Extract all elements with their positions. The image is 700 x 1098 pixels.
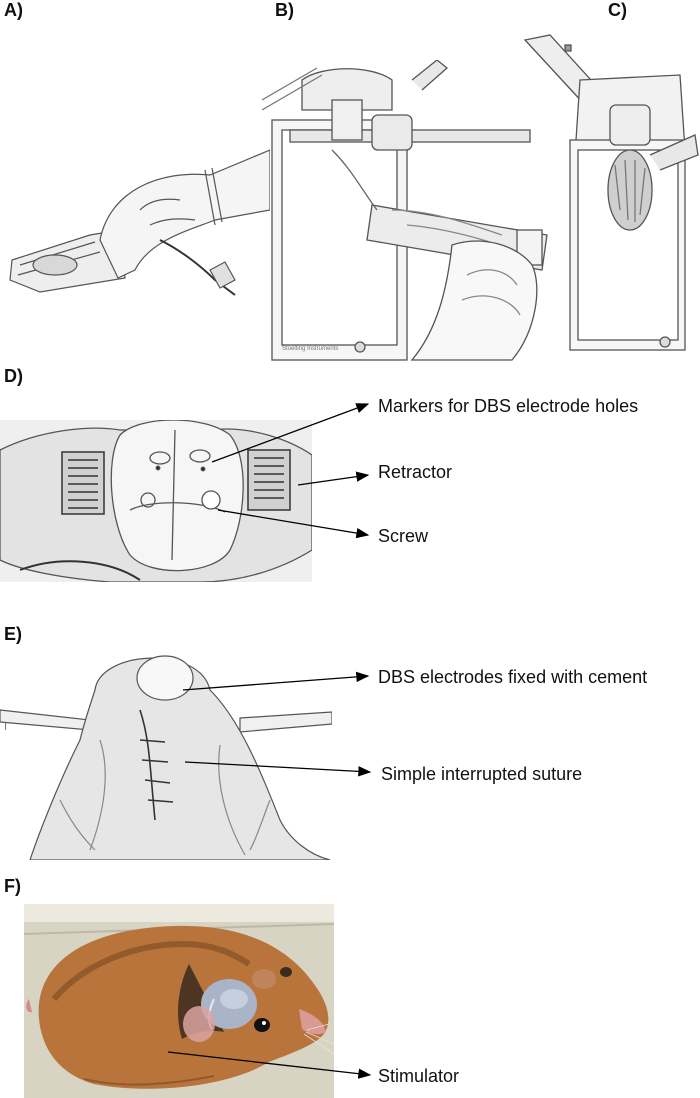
arrow-screw [217, 509, 370, 539]
panel-c-image [520, 30, 700, 362]
callout-screw: Screw [378, 526, 429, 546]
arrow-markers [211, 403, 370, 463]
panel-label-e: E) [4, 624, 22, 644]
callout-markers: Markers for DBS electrode holes [378, 396, 639, 416]
frame-brand-b: Stoelting Instruments [282, 346, 338, 352]
panel-a-image [0, 130, 270, 300]
panel-b-image: Stoelting Instruments [262, 60, 562, 362]
panel-label-c: C) [608, 0, 627, 20]
callout-suture: Simple interrupted suture [381, 764, 583, 784]
panel-d-image [0, 420, 312, 582]
arrow-cement [182, 671, 370, 691]
panel-label-d: D) [4, 366, 23, 386]
callout-retractor: Retractor [378, 462, 453, 482]
panel-label-a: A) [4, 0, 23, 20]
arrow-retractor [297, 471, 370, 486]
arrow-stimulator [167, 1051, 372, 1079]
svg-text:I: I [4, 721, 7, 733]
callout-cement: DBS electrodes fixed with cement [378, 667, 648, 687]
panel-label-f: F) [4, 876, 21, 896]
callout-stimulator: Stimulator [378, 1066, 460, 1086]
panel-label-b: B) [275, 0, 294, 20]
panel-e-image: I [0, 650, 332, 860]
arrow-suture [184, 761, 372, 777]
